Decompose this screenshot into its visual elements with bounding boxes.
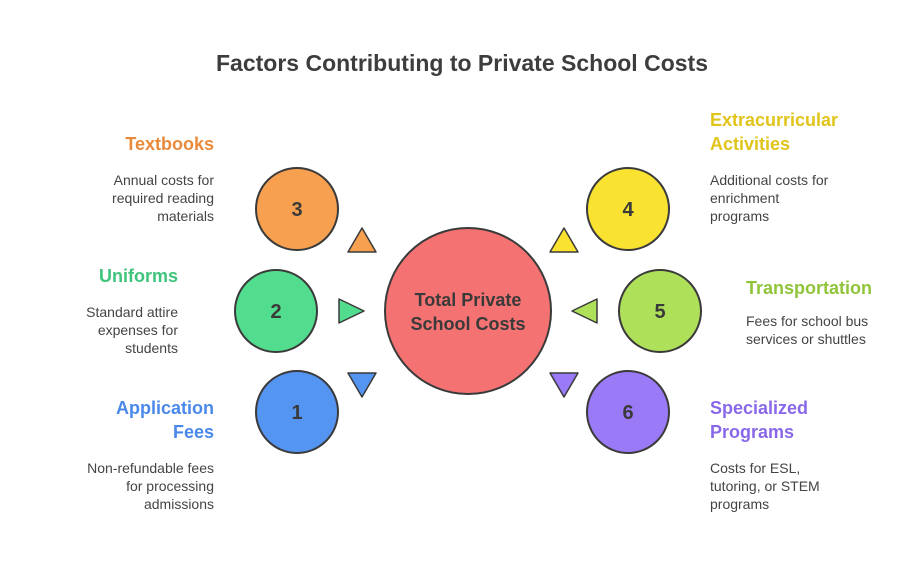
triangle-up-icon <box>347 227 377 253</box>
factor-number-3: 3 <box>291 199 302 221</box>
diagram-title: Factors Contributing to Private School C… <box>216 50 708 76</box>
factor-node-6: 6 <box>586 370 670 454</box>
factor-desc-4: Additional costs for enrichment programs <box>710 171 828 225</box>
factor-label-4-line2: Activities <box>710 134 791 154</box>
factor-label-2: Uniforms <box>99 264 178 288</box>
factor-desc-1: Non-refundable fees for processing admis… <box>87 459 214 513</box>
factor-desc-2-line2: expenses for <box>97 322 178 338</box>
factor-desc-3-line1: Annual costs for <box>113 172 214 188</box>
factor-desc-5-line1: Fees for school bus <box>746 313 869 329</box>
factor-desc-5: Fees for school bus services or shuttles <box>746 312 868 348</box>
triangle-left-icon <box>571 298 598 324</box>
factor-label-6-line1: Specialized <box>710 398 809 418</box>
factor-label-1-line2: Fees <box>172 422 214 442</box>
center-node: Total Private School Costs <box>384 227 552 395</box>
factor-desc-3-line2: required reading <box>112 190 214 206</box>
factor-label-6: Specialized Programs <box>710 396 808 444</box>
factor-label-1: Application Fees <box>116 396 214 444</box>
center-label-line1: Total Private <box>415 290 522 310</box>
factor-node-2: 2 <box>234 269 318 353</box>
factor-label-4: Extracurricular Activities <box>710 108 838 156</box>
factor-label-2-line1: Uniforms <box>98 266 178 286</box>
factor-desc-5-line2: services or shuttles <box>746 331 866 347</box>
factor-node-4: 4 <box>586 167 670 251</box>
triangle-right-icon <box>338 298 365 324</box>
factor-label-5: Transportation <box>746 276 872 300</box>
factor-desc-2-line3: students <box>125 340 178 356</box>
factor-label-6-line2: Programs <box>710 422 795 442</box>
factor-desc-4-line1: Additional costs for <box>710 172 829 188</box>
factor-desc-3-line3: materials <box>157 208 214 224</box>
factor-desc-2: Standard attire expenses for students <box>86 303 178 357</box>
factor-desc-4-line2: enrichment <box>710 190 780 206</box>
triangle-down-icon <box>549 372 579 398</box>
factor-number-1: 1 <box>291 402 302 424</box>
factor-number-2: 2 <box>270 301 281 323</box>
factor-node-5: 5 <box>618 269 702 353</box>
factor-number-4: 4 <box>622 199 634 221</box>
factor-desc-6-line3: programs <box>710 496 770 512</box>
factor-desc-1-line3: admissions <box>143 496 214 512</box>
factor-node-1: 1 <box>255 370 339 454</box>
factor-desc-2-line1: Standard attire <box>86 304 178 320</box>
factor-label-3: Textbooks <box>125 132 214 156</box>
factor-desc-3: Annual costs for required reading materi… <box>112 171 214 225</box>
factor-number-6: 6 <box>622 402 633 424</box>
factor-label-5-line1: Transportation <box>746 278 873 298</box>
factor-desc-6-line2: tutoring, or STEM <box>710 478 820 494</box>
triangle-down-icon <box>347 372 377 398</box>
factor-number-5: 5 <box>654 301 665 323</box>
factor-desc-1-line1: Non-refundable fees <box>87 460 214 476</box>
factor-label-4-line1: Extracurricular <box>710 110 839 130</box>
factor-label-3-line1: Textbooks <box>125 134 214 154</box>
center-label-line2: School Costs <box>410 314 525 334</box>
factor-desc-6: Costs for ESL, tutoring, or STEM program… <box>710 459 820 513</box>
factor-desc-4-line3: programs <box>710 208 770 224</box>
factor-desc-1-line2: for processing <box>126 478 214 494</box>
factor-desc-6-line1: Costs for ESL, <box>710 460 801 476</box>
factor-label-1-line1: Application <box>116 398 214 418</box>
factor-node-3: 3 <box>255 167 339 251</box>
triangle-up-icon <box>549 227 579 253</box>
